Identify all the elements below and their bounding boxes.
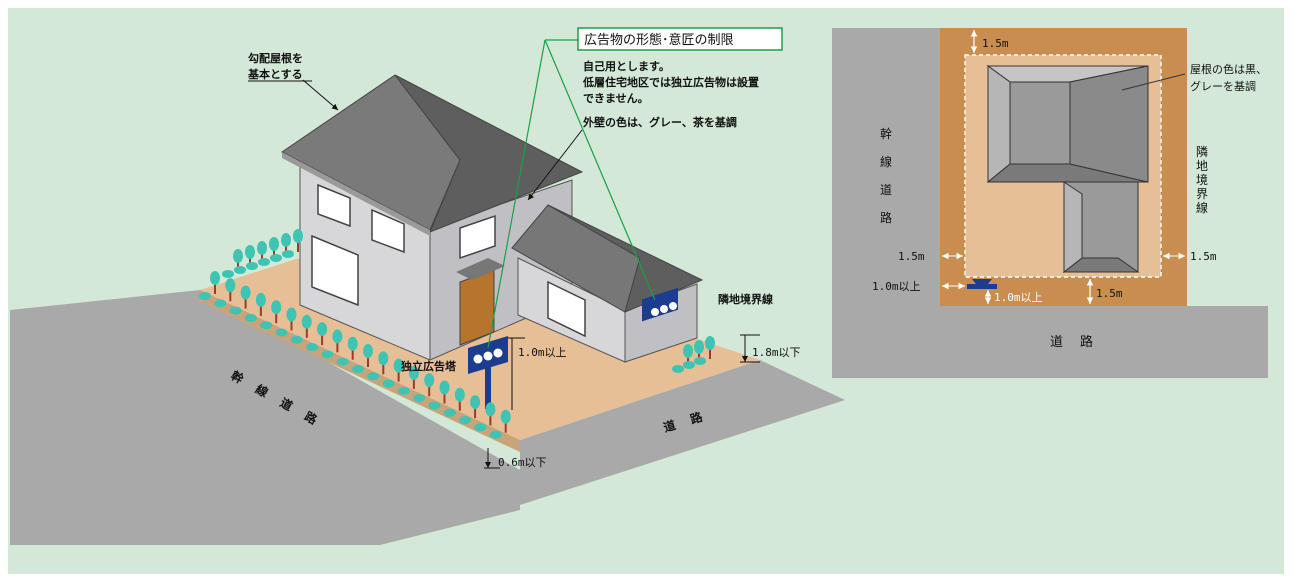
fence-height-label: 1.8m以下 bbox=[752, 346, 801, 359]
annex-roof-side bbox=[547, 204, 704, 313]
hedge-tree bbox=[367, 351, 389, 381]
plan-road-label: 道 路 bbox=[1050, 334, 1095, 350]
hedge-tree bbox=[489, 409, 511, 439]
boundary-label: 隣地境界線 bbox=[718, 292, 773, 306]
roof-color-pointer bbox=[1121, 73, 1186, 91]
callout-lines bbox=[487, 39, 656, 349]
sign-dot bbox=[493, 348, 503, 358]
setback-right: 1.5m bbox=[1190, 250, 1217, 263]
window bbox=[459, 214, 496, 260]
hedge-tree bbox=[199, 271, 220, 300]
sign-height-label: 1.0m以上 bbox=[518, 346, 567, 359]
window bbox=[317, 183, 351, 228]
plan-sign bbox=[967, 284, 997, 289]
hedge-tree bbox=[683, 340, 704, 369]
vertical-char: 道 bbox=[880, 183, 892, 197]
hedge-tree bbox=[222, 249, 243, 278]
hedge-tree bbox=[260, 300, 282, 330]
hedge-tree bbox=[270, 233, 291, 262]
sign-tower-label: 独立広告塔 bbox=[400, 359, 457, 373]
vertical-char: 界 bbox=[1196, 187, 1208, 201]
wall-color-label: 外壁の色は、グレー、茶を基調 bbox=[582, 115, 737, 129]
hedge-tree bbox=[234, 245, 255, 274]
callout-heading: 広告物の形態･意匠の制限 bbox=[584, 32, 734, 48]
callout-box bbox=[577, 27, 783, 51]
plan-roof-facet bbox=[1063, 181, 1083, 274]
sign-dot bbox=[669, 302, 677, 310]
hedge-tree bbox=[336, 336, 358, 366]
hedge-tree bbox=[428, 380, 450, 410]
sign-dot bbox=[660, 305, 668, 313]
roof-color-1: 屋根の色は黒、 bbox=[1190, 62, 1267, 76]
hedge-height-label: 0.6m以下 bbox=[498, 456, 547, 469]
side-road bbox=[520, 360, 845, 505]
hedge-tree bbox=[413, 373, 435, 403]
hedge-tree bbox=[694, 336, 715, 365]
vertical-char: 幹 bbox=[880, 126, 892, 141]
hedge-tree bbox=[474, 402, 496, 432]
plan-roof-facet bbox=[1069, 65, 1149, 183]
front-door bbox=[459, 269, 495, 346]
plan-roof-facet bbox=[987, 65, 1011, 184]
vertical-char: 線 bbox=[880, 154, 892, 169]
house-roof-eave bbox=[282, 152, 430, 236]
hedge-tree bbox=[244, 292, 266, 322]
hedge-tree bbox=[275, 307, 297, 337]
sign-dot bbox=[483, 351, 493, 361]
sign-tower-pole bbox=[485, 364, 491, 409]
hedge-tree bbox=[352, 344, 373, 373]
perspective-view bbox=[10, 27, 845, 545]
hedge-tree bbox=[258, 237, 279, 266]
vertical-char: 境 bbox=[1196, 172, 1208, 187]
hedge-tree bbox=[321, 329, 343, 359]
vertical-char: 路 bbox=[880, 210, 892, 225]
hedge-tree bbox=[306, 322, 328, 352]
window bbox=[311, 234, 359, 307]
setback-top: 1.5m bbox=[982, 37, 1009, 50]
wall-sign bbox=[642, 287, 678, 322]
plan-main-road bbox=[832, 28, 1268, 378]
plan-view bbox=[832, 28, 1268, 378]
window bbox=[371, 208, 405, 254]
door-canopy bbox=[456, 258, 505, 280]
main-road bbox=[10, 290, 520, 545]
sign-dot bbox=[651, 308, 659, 316]
setback-left: 1.5m bbox=[898, 250, 925, 263]
hedge-tree bbox=[443, 387, 465, 417]
hedge-tree bbox=[397, 365, 419, 395]
hedge-tree bbox=[214, 278, 236, 308]
vertical-char: 線 bbox=[1196, 200, 1208, 215]
hedge-tree bbox=[290, 314, 312, 344]
vertical-char: 地 bbox=[1196, 159, 1208, 173]
plan-boundary-vertical: 隣地境界線 bbox=[1196, 144, 1208, 215]
vertical-char: 隣 bbox=[1196, 144, 1208, 159]
sign-dot bbox=[473, 354, 483, 364]
hedge-tree bbox=[382, 358, 404, 388]
hedge-tree bbox=[282, 229, 303, 258]
setback-bottom: 1.5m bbox=[1096, 287, 1123, 300]
hedge-tree bbox=[459, 395, 481, 425]
roof-label-1: 勾配屋根を bbox=[248, 51, 303, 65]
sign-offset-bottom: 1.0m以上 bbox=[994, 291, 1043, 304]
roof-color-2: グレーを基調 bbox=[1190, 79, 1256, 93]
hedge-trees bbox=[199, 229, 715, 439]
callout-line-2: 低層住宅地区では独立広告物は設置 bbox=[582, 75, 759, 89]
hedge-tree bbox=[229, 285, 251, 315]
sign-offset-left: 1.0m以上 bbox=[872, 280, 921, 293]
hedge-tree bbox=[672, 344, 693, 373]
callout-line-1: 自己用とします。 bbox=[583, 59, 670, 73]
hedge-tree bbox=[246, 241, 267, 270]
plan-sign-base bbox=[972, 279, 992, 284]
roof-label-2: 基本とする bbox=[247, 67, 303, 81]
window bbox=[547, 280, 586, 338]
callout-line-3: できません。 bbox=[583, 92, 649, 105]
